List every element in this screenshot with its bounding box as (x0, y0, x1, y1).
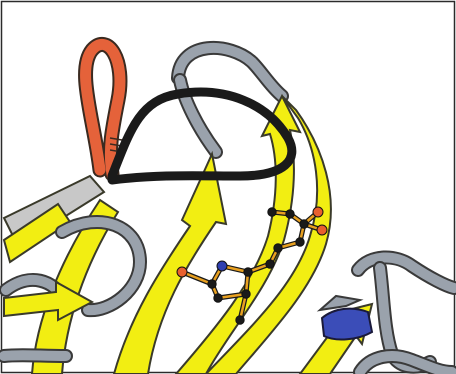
ligand-atom-c (244, 268, 252, 276)
ligand-atom-n (217, 261, 227, 271)
ligand-atom-c (266, 260, 274, 268)
ligand-atom-o (313, 207, 323, 217)
ligand-atom-o (317, 225, 327, 235)
ligand-atom-c (208, 280, 216, 288)
ligand-atom-c (268, 208, 276, 216)
ligand-atom-c (236, 316, 244, 324)
ligand-atom-c (242, 290, 250, 298)
ligand-atom-o (177, 267, 187, 277)
ligand-atom-c (286, 210, 294, 218)
ligand-atom-c (274, 244, 282, 252)
ligand-atom-c (296, 238, 304, 246)
coil-bottom-left-fill (4, 355, 66, 356)
ligand-atom-c (300, 220, 308, 228)
blue-helix (322, 309, 372, 340)
ligand-atom-c (214, 294, 222, 302)
